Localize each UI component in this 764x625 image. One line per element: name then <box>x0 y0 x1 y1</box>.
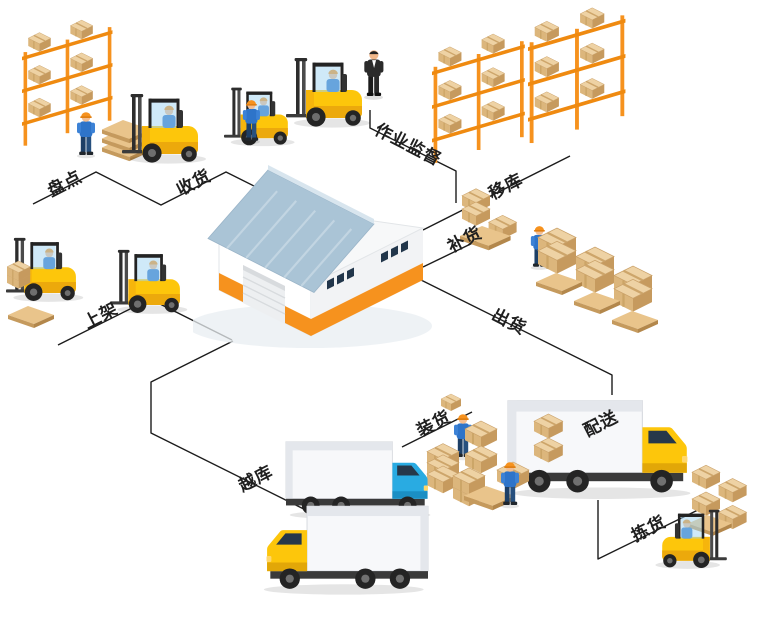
rack-icon <box>528 8 625 143</box>
connector-supervision <box>369 110 457 203</box>
illustration-warehouse <box>193 146 441 356</box>
forklift-icon <box>122 94 206 164</box>
connector-picking <box>597 500 705 560</box>
box-stack-icon <box>536 226 658 333</box>
illustration-supervision <box>222 48 394 166</box>
illustration-relocation <box>430 6 630 168</box>
pallet-icon <box>8 306 54 328</box>
connector-crossdock <box>150 340 373 544</box>
connector-stocktaking-receiving <box>32 171 271 206</box>
forklift-icon <box>286 58 370 128</box>
forklift-icon <box>655 509 727 569</box>
illustration-replenishment <box>458 182 658 342</box>
warehouse-building-icon <box>193 165 432 348</box>
illustration-crossdock-truck-yellow <box>248 498 436 606</box>
rack-icon <box>432 34 525 163</box>
supervisor-icon <box>364 50 384 100</box>
connector-outbound <box>420 279 613 395</box>
rack-icon <box>22 20 112 146</box>
truck-icon <box>263 505 429 596</box>
warehouse-windows <box>327 240 408 290</box>
connector-relocation <box>422 155 571 231</box>
forklift-icon <box>110 249 188 314</box>
worker-icon <box>77 112 95 159</box>
